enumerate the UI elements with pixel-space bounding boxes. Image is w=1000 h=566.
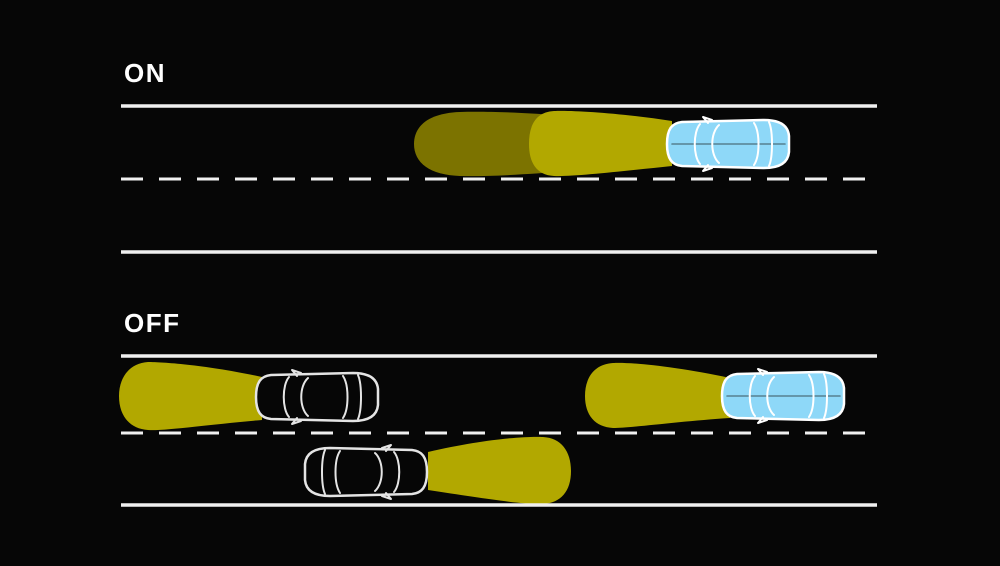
off-label: OFF bbox=[124, 308, 181, 338]
oncoming-car-beam-cone bbox=[119, 362, 262, 431]
off-scene bbox=[119, 354, 877, 507]
low-beam-cone bbox=[529, 110, 672, 177]
ego-car-beam-cone bbox=[585, 362, 730, 428]
leading-car-icon bbox=[303, 443, 429, 501]
on-label: ON bbox=[124, 58, 166, 88]
oncoming-car-icon bbox=[254, 368, 380, 426]
on-scene bbox=[121, 104, 877, 254]
leading-car-beam-cone bbox=[428, 436, 571, 505]
ego-car-icon bbox=[665, 115, 791, 173]
ego-car-icon bbox=[720, 367, 846, 425]
